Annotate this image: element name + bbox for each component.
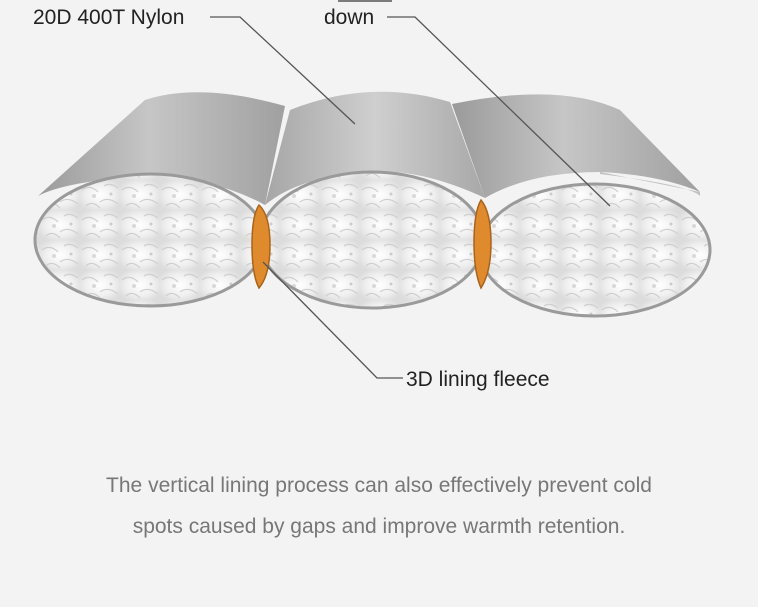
fleece-strip-left (251, 203, 271, 290)
leader-line-fleece (262, 261, 403, 379)
shell-tube-right (452, 94, 700, 198)
fleece-strip-right (473, 198, 492, 290)
down-chamber-left (33, 172, 267, 308)
shell-tube-left (38, 92, 285, 205)
down-chamber-middle (258, 170, 486, 310)
label-down-fill: down (324, 6, 375, 29)
shell-tube-middle (265, 91, 485, 205)
label-nylon-shell: 20D 400T Nylon (33, 6, 185, 29)
leader-line-down (387, 16, 611, 207)
caption-line-1: The vertical lining process can also eff… (106, 474, 652, 497)
caption-line-2: spots caused by gaps and improve warmth … (132, 515, 626, 538)
label-lining-fleece: 3D lining fleece (406, 368, 550, 391)
leader-line-nylon (210, 16, 356, 125)
down-chamber-right (478, 182, 712, 318)
